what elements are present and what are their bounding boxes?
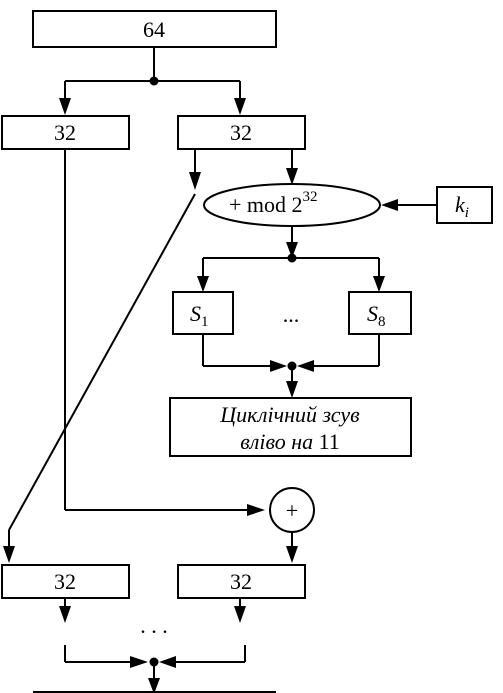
input-block-64: 64 xyxy=(32,10,277,48)
output-right-block: 32 xyxy=(177,564,306,599)
junction-dots xyxy=(149,76,297,667)
sbox-1: S1 xyxy=(172,291,234,335)
modular-adder: + mod 232 xyxy=(203,183,381,227)
rounds-ellipsis: . . . xyxy=(140,613,168,638)
round-key-label: ki xyxy=(455,192,469,221)
shift-label-line2: вліво на 11 xyxy=(240,429,340,454)
output-right-label: 32 xyxy=(230,569,252,594)
sbox-1-label: S1 xyxy=(190,301,209,330)
cyclic-shift-block: Циклічний зсув вліво на 11 xyxy=(169,397,412,457)
arrowheads xyxy=(3,98,398,693)
sbox-ellipsis: ... xyxy=(283,302,300,327)
right-half-label: 32 xyxy=(230,120,252,145)
output-left-block: 32 xyxy=(1,564,130,599)
right-half-block: 32 xyxy=(177,115,306,150)
xor-label: + xyxy=(286,498,298,523)
sbox-8-label: S8 xyxy=(367,301,386,330)
output-left-label: 32 xyxy=(54,569,76,594)
xor-node: + xyxy=(269,487,315,533)
shift-label-line1: Циклічний зсув xyxy=(219,402,360,427)
left-half-label: 32 xyxy=(54,120,76,145)
left-half-block: 32 xyxy=(1,115,130,150)
input-block-label: 64 xyxy=(143,17,165,42)
sbox-8: S8 xyxy=(348,291,412,335)
adder-label: + mod 232 xyxy=(229,189,318,217)
round-key-block: ki xyxy=(436,186,493,224)
